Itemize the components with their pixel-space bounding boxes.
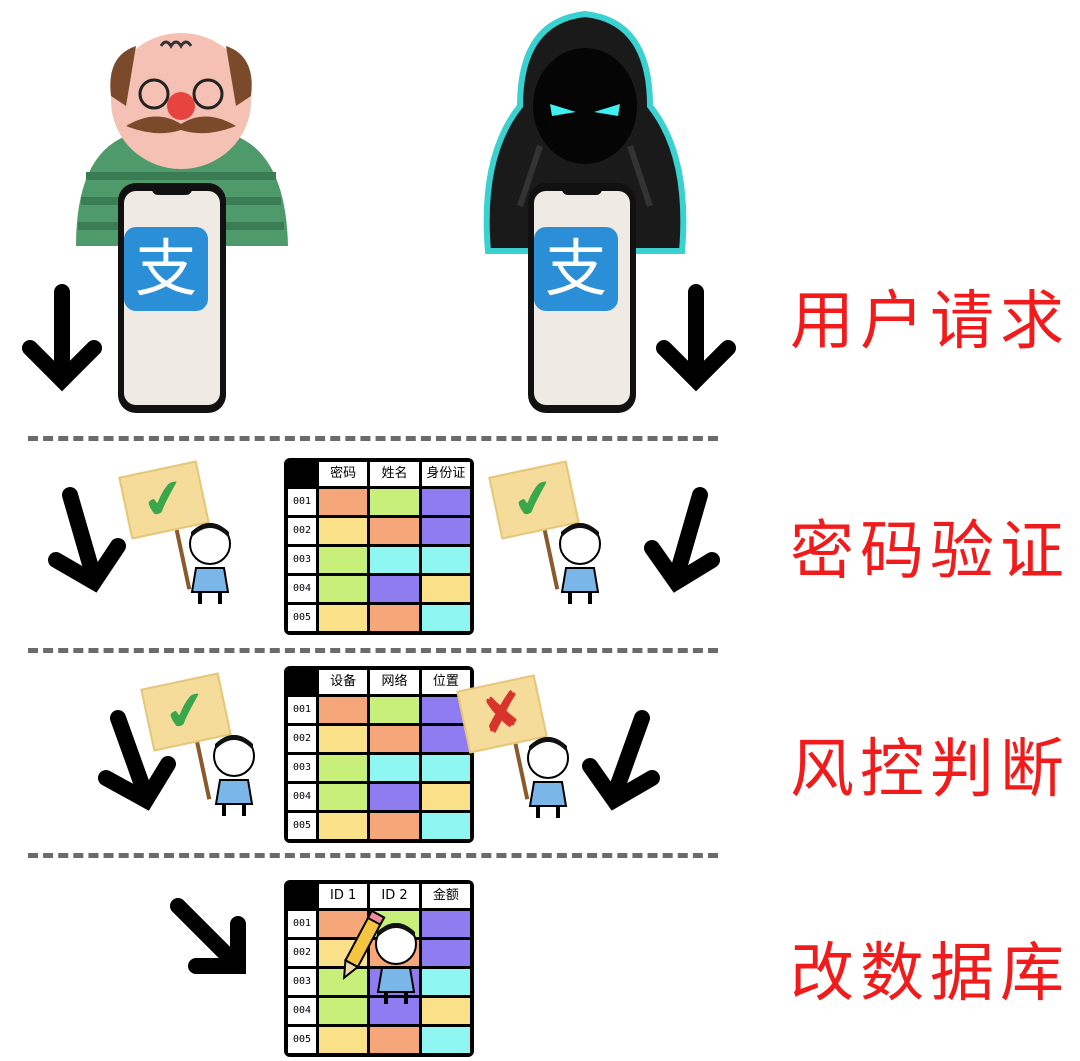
table-cell xyxy=(422,1027,470,1053)
table-cell xyxy=(422,998,470,1024)
arrow-down-icon xyxy=(56,495,118,582)
table-cell xyxy=(370,755,418,781)
table-cell xyxy=(319,518,367,544)
table-row: 005 xyxy=(288,813,470,839)
table-header: 姓名 xyxy=(370,462,418,486)
table-header: ID 2 xyxy=(370,884,418,908)
row-id: 001 xyxy=(288,911,316,937)
table-cell xyxy=(422,605,470,631)
table-cell xyxy=(422,784,470,810)
row-id: 004 xyxy=(288,784,316,810)
table-row: 004 xyxy=(288,784,470,810)
table-row: 001 xyxy=(288,697,470,723)
table-cell xyxy=(422,547,470,573)
row-id: 003 xyxy=(288,969,316,995)
kid-mascot-icon xyxy=(182,518,238,608)
table-cell xyxy=(422,940,470,966)
kid-mascot-icon xyxy=(206,730,262,820)
table-cell xyxy=(370,518,418,544)
table-cell xyxy=(370,547,418,573)
arrow-down-icon xyxy=(664,292,728,380)
row-id: 001 xyxy=(288,697,316,723)
table-row: 001 xyxy=(288,489,470,515)
row-id: 004 xyxy=(288,576,316,602)
table-cell xyxy=(319,576,367,602)
table-cell xyxy=(370,605,418,631)
table-cell xyxy=(319,605,367,631)
row-id: 005 xyxy=(288,813,316,839)
table-row: 005 xyxy=(288,605,470,631)
row-id: 001 xyxy=(288,489,316,515)
table-cell xyxy=(422,813,470,839)
row-id: 005 xyxy=(288,1027,316,1053)
table-cell xyxy=(370,576,418,602)
table-row: 005 xyxy=(288,1027,470,1053)
table-cell xyxy=(319,998,367,1024)
arrow-down-icon xyxy=(590,718,652,800)
kid-mascot-icon xyxy=(552,518,608,608)
table-header: 身份证 xyxy=(422,462,470,486)
row-id: 005 xyxy=(288,605,316,631)
table-cell xyxy=(319,697,367,723)
table-cell xyxy=(319,1027,367,1053)
table-row: 003 xyxy=(288,755,470,781)
table-header: ID 1 xyxy=(319,884,367,908)
table-cell xyxy=(370,784,418,810)
row-id: 002 xyxy=(288,726,316,752)
table-header: 设备 xyxy=(319,670,367,694)
kid-mascot-icon xyxy=(520,732,576,822)
table-cell xyxy=(319,489,367,515)
table-cell xyxy=(319,784,367,810)
table-cell xyxy=(319,547,367,573)
table-cell xyxy=(422,755,470,781)
table-header: 网络 xyxy=(370,670,418,694)
table-row: 002 xyxy=(288,726,470,752)
row-id: 004 xyxy=(288,998,316,1024)
pencil-icon xyxy=(336,906,386,986)
arrow-down-icon xyxy=(178,906,238,966)
table-header: 密码 xyxy=(319,462,367,486)
table-cell xyxy=(319,726,367,752)
row-id: 003 xyxy=(288,755,316,781)
data-table-password: 密码 姓名 身份证 001 002 003 004 005 xyxy=(284,458,474,635)
table-cell xyxy=(370,489,418,515)
table-cell xyxy=(422,726,470,752)
table-cell xyxy=(370,1027,418,1053)
table-cell xyxy=(370,697,418,723)
table-cell xyxy=(319,813,367,839)
table-cell xyxy=(319,755,367,781)
table-cell xyxy=(422,576,470,602)
table-cell xyxy=(422,911,470,937)
row-id: 002 xyxy=(288,518,316,544)
table-row: 004 xyxy=(288,576,470,602)
row-id: 003 xyxy=(288,547,316,573)
table-cell xyxy=(422,518,470,544)
table-cell xyxy=(370,813,418,839)
table-row: 002 xyxy=(288,518,470,544)
table-cell xyxy=(422,969,470,995)
table-cell xyxy=(422,489,470,515)
row-id: 002 xyxy=(288,940,316,966)
arrow-down-icon xyxy=(30,292,94,380)
table-row: 003 xyxy=(288,547,470,573)
arrow-down-icon xyxy=(652,495,712,582)
table-header: 金额 xyxy=(422,884,470,908)
table-cell xyxy=(370,726,418,752)
